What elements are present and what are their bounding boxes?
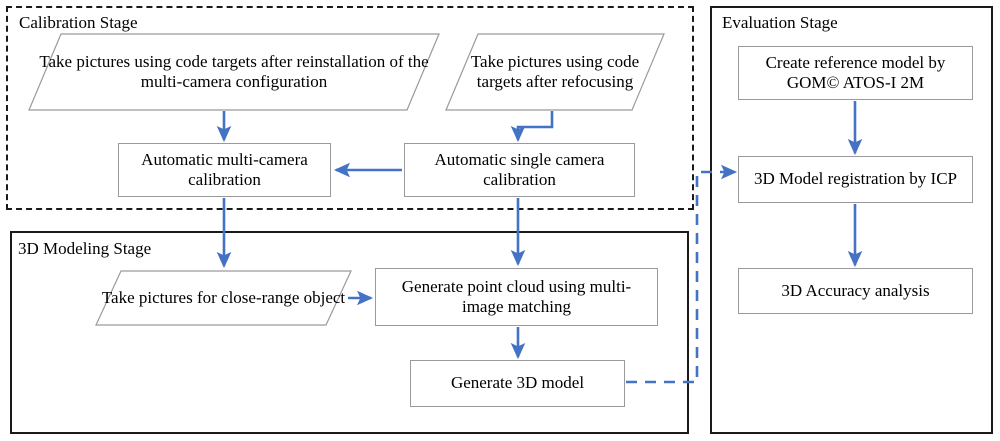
node-automatic-single-camera-calibration[interactable]: Automatic single camera calibration bbox=[404, 143, 635, 197]
node-label: Generate 3D model bbox=[450, 373, 585, 393]
node-label: Automatic multi-camera calibration bbox=[141, 149, 308, 189]
panel-title-calibration-stage: Calibration Stage bbox=[19, 13, 138, 32]
node-generate-point-cloud[interactable]: Generate point cloud using multi-image m… bbox=[375, 268, 658, 326]
node-label: Take pictures for close-range object bbox=[101, 287, 346, 307]
node-create-reference-model[interactable]: Create reference model by GOM© ATOS-I 2M bbox=[738, 46, 973, 100]
node-take-pictures-reinstallation[interactable]: Take pictures using code targets after r… bbox=[28, 33, 440, 111]
node-label: 3D Accuracy analysis bbox=[781, 280, 930, 300]
node-3d-model-registration-icp[interactable]: 3D Model registration by ICP bbox=[738, 156, 973, 203]
node-label: Automatic single camera calibration bbox=[434, 149, 605, 189]
connector-refocusing-to-singlecam bbox=[510, 111, 554, 143]
node-take-pictures-close-range[interactable]: Take pictures for close-range object bbox=[95, 270, 352, 326]
panel-calibration-stage bbox=[6, 6, 694, 210]
panel-evaluation-stage bbox=[710, 6, 993, 434]
node-label: Create reference model by GOM© ATOS-I 2M bbox=[765, 52, 946, 92]
node-3d-accuracy-analysis[interactable]: 3D Accuracy analysis bbox=[738, 268, 973, 314]
panel-3d-modeling-stage bbox=[10, 231, 689, 434]
connector-3d-model-to-registration bbox=[626, 164, 738, 384]
panel-title-evaluation-stage: Evaluation Stage bbox=[722, 13, 838, 32]
panel-title-3d-modeling-stage: 3D Modeling Stage bbox=[18, 239, 152, 258]
node-label: 3D Model registration by ICP bbox=[753, 169, 958, 189]
node-take-pictures-refocusing[interactable]: Take pictures using code targets after r… bbox=[445, 33, 665, 111]
node-label: Take pictures using code targets after r… bbox=[470, 51, 640, 91]
node-generate-3d-model[interactable]: Generate 3D model bbox=[410, 360, 625, 407]
node-automatic-multi-camera-calibration[interactable]: Automatic multi-camera calibration bbox=[118, 143, 331, 197]
node-label: Take pictures using code targets after r… bbox=[39, 51, 429, 91]
node-label: Generate point cloud using multi-image m… bbox=[401, 276, 632, 316]
